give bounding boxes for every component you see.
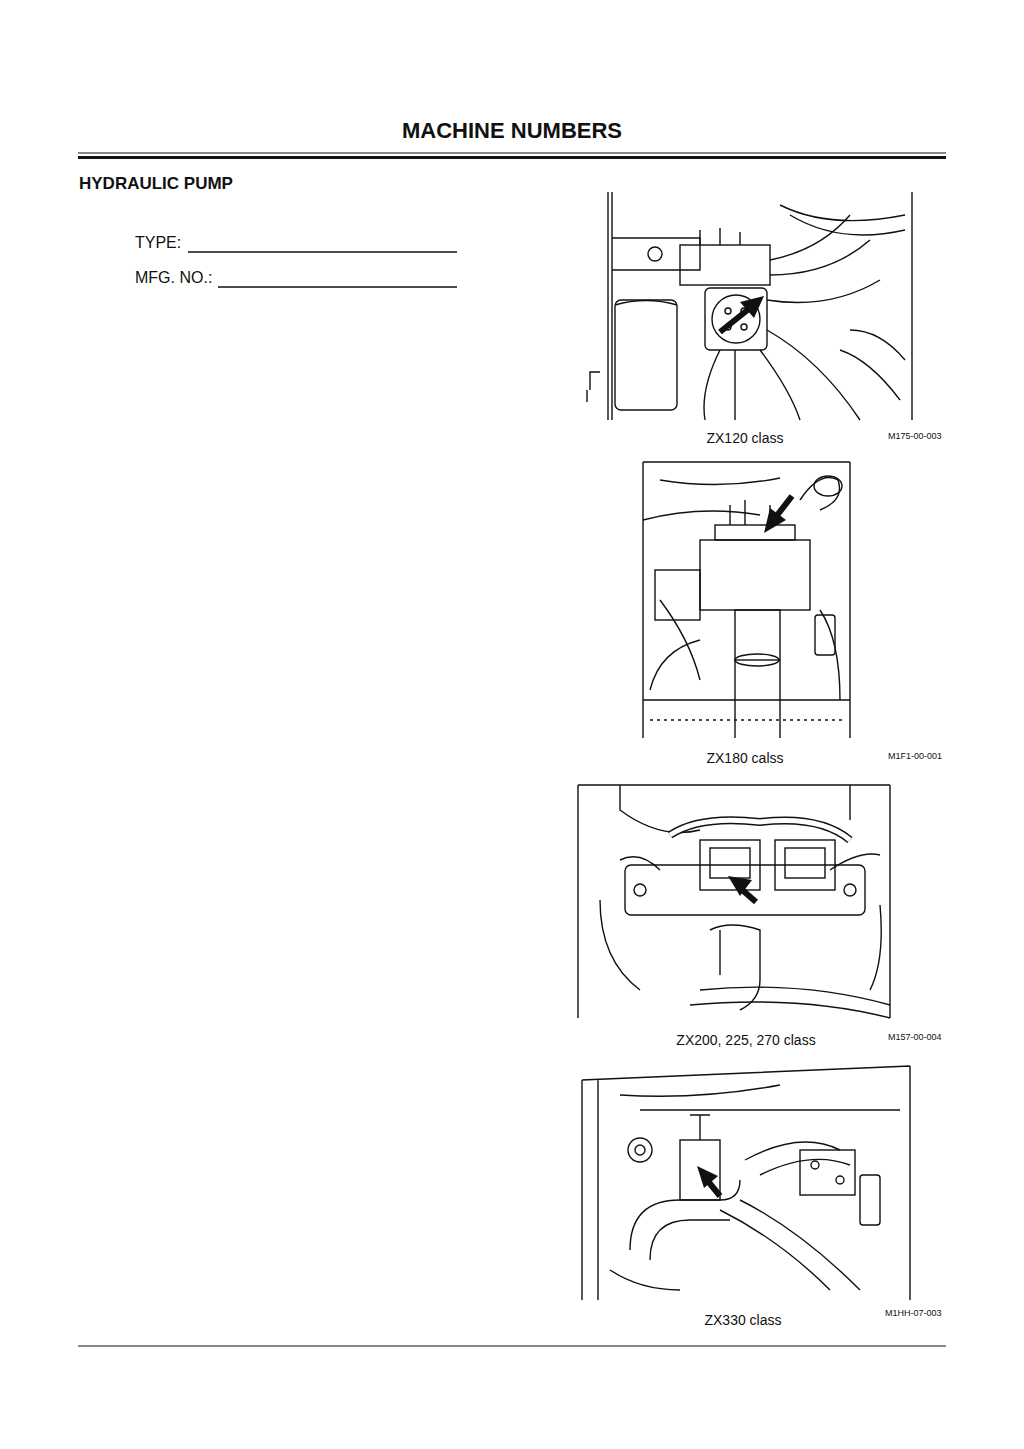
pump-figure-zx200 <box>578 785 890 1018</box>
figure-code: M1HH-07-003 <box>885 1308 942 1318</box>
figure-code: M175-00-003 <box>888 431 942 441</box>
figure-caption: ZX120 class <box>706 430 783 446</box>
section-heading: HYDRAULIC PUMP <box>79 174 233 194</box>
pump-figure-zx180 <box>643 462 850 738</box>
form-field-label: TYPE: <box>135 234 181 252</box>
form-field-label: MFG. NO.: <box>135 269 212 287</box>
figure-caption: ZX200, 225, 270 class <box>676 1032 815 1048</box>
figure-caption: ZX330 class <box>704 1312 781 1328</box>
page-title: MACHINE NUMBERS <box>402 118 622 143</box>
figure-code: M157-00-004 <box>888 1032 942 1042</box>
pump-figure-zx330 <box>582 1066 910 1300</box>
figure-caption: ZX180 calss <box>706 750 783 766</box>
pump-figure-zx120 <box>587 192 912 420</box>
figure-code: M1F1-00-001 <box>888 751 942 761</box>
